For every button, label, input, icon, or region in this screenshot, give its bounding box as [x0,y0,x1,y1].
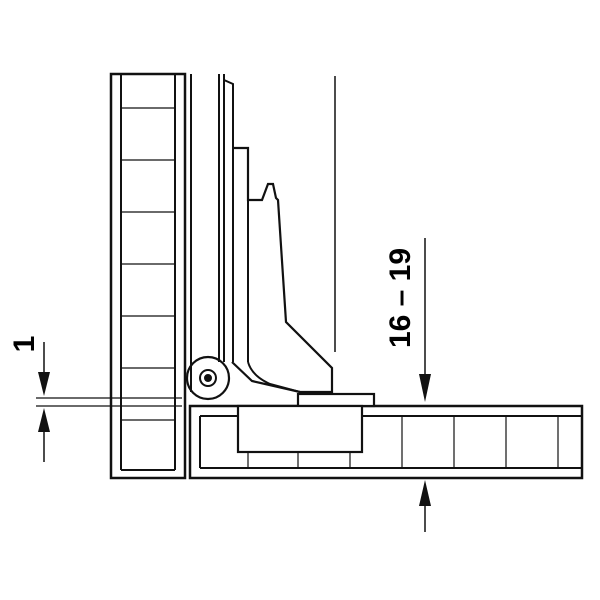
vertical-panel [109,72,187,480]
pivot-joint [185,355,231,401]
arrow-down-icon [419,374,431,402]
hinge-cup-body [236,404,364,454]
pivot-outer [185,355,231,401]
plate-line-5 [223,79,234,362]
hinge-arm [231,146,334,394]
vertical-panel-cells [121,107,175,421]
pivot-pin [204,374,212,382]
dimension-thickness-arrows [419,238,431,532]
dimension-thickness-label: 16 – 19 [384,248,417,348]
dimension-gap-label: 1 [8,336,41,353]
hinge-cup-flange [296,392,376,408]
arrow-up-icon [38,408,50,432]
arrow-down-icon [38,372,50,396]
hinge-arm-curve [247,361,301,393]
horizontal-panel-outline [188,404,584,480]
hinge-cup [236,392,376,454]
pivot-inner [199,369,217,387]
vertical-panel-outline [109,72,187,480]
hinge-arm-outline [231,146,334,394]
dimension-gap-arrows [38,342,50,462]
arrow-up-icon [419,480,431,506]
mounting-plate [184,74,234,392]
